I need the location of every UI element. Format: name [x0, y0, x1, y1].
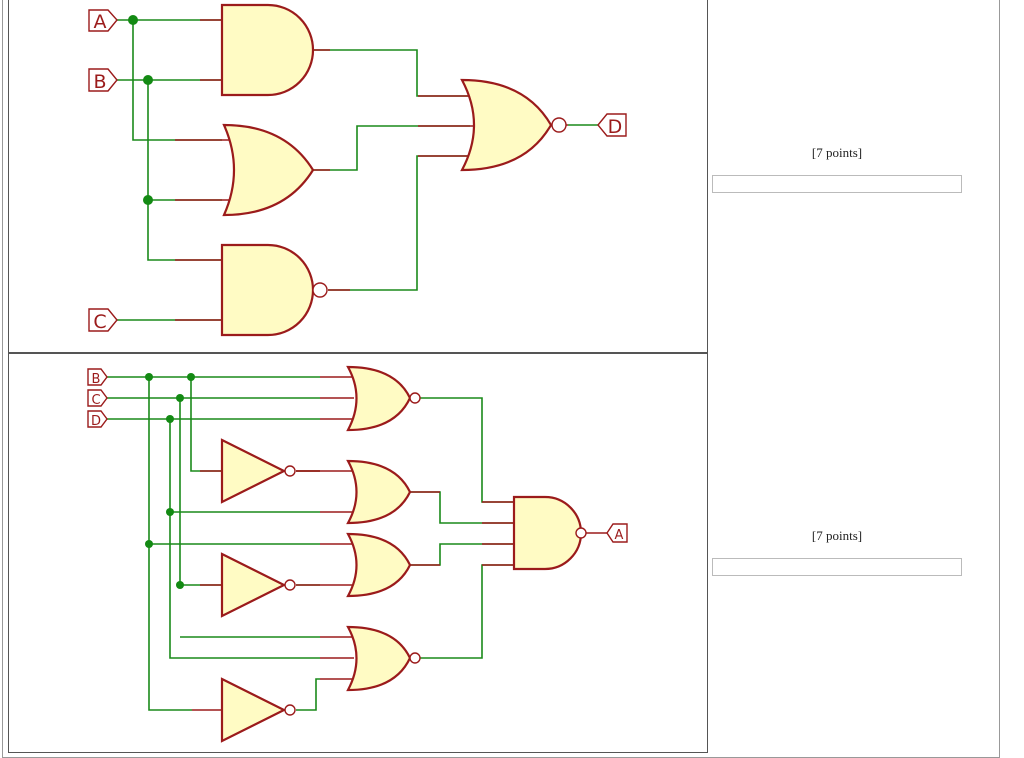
or-gate-3: [346, 532, 412, 598]
points-label-2: [7 points]: [811, 528, 863, 543]
circuit-1: A B C D: [88, 3, 627, 337]
svg-text:C: C: [91, 393, 100, 408]
or-gate-1: [222, 123, 315, 217]
answer-input-2[interactable]: [712, 558, 962, 576]
input-port-a: A: [88, 9, 118, 33]
output-port-d: D: [597, 113, 627, 138]
svg-text:A: A: [615, 528, 624, 543]
not-gate-2: [220, 552, 287, 618]
answer-input-1[interactable]: [712, 175, 962, 193]
circuit-2: B C D A: [87, 365, 628, 743]
and-gate-final: [512, 495, 583, 571]
points-label-1: [7 points]: [811, 145, 863, 160]
not-gate-1: [220, 438, 287, 504]
input-port-c2: C: [87, 389, 108, 408]
input-port-d2: D: [87, 410, 108, 429]
input-port-b: B: [88, 68, 118, 93]
svg-text:B: B: [93, 71, 106, 93]
svg-text:A: A: [94, 11, 107, 33]
svg-text:C: C: [93, 311, 106, 333]
input-port-c: C: [88, 308, 118, 333]
nor-gate-4: [346, 625, 412, 692]
nand-gate-1: [220, 243, 315, 337]
or-gate-2: [346, 459, 412, 525]
nor-gate-1: [460, 78, 553, 172]
output-port-a2: A: [606, 523, 628, 543]
and-gate-1: [220, 3, 315, 97]
svg-text:D: D: [608, 116, 623, 138]
svg-text:B: B: [92, 372, 101, 387]
input-port-b2: B: [87, 368, 108, 387]
svg-text:D: D: [91, 414, 101, 429]
nor-gate-2: [346, 365, 412, 432]
circuit-panel-1: [8, 0, 708, 353]
not-gate-3: [220, 677, 287, 743]
